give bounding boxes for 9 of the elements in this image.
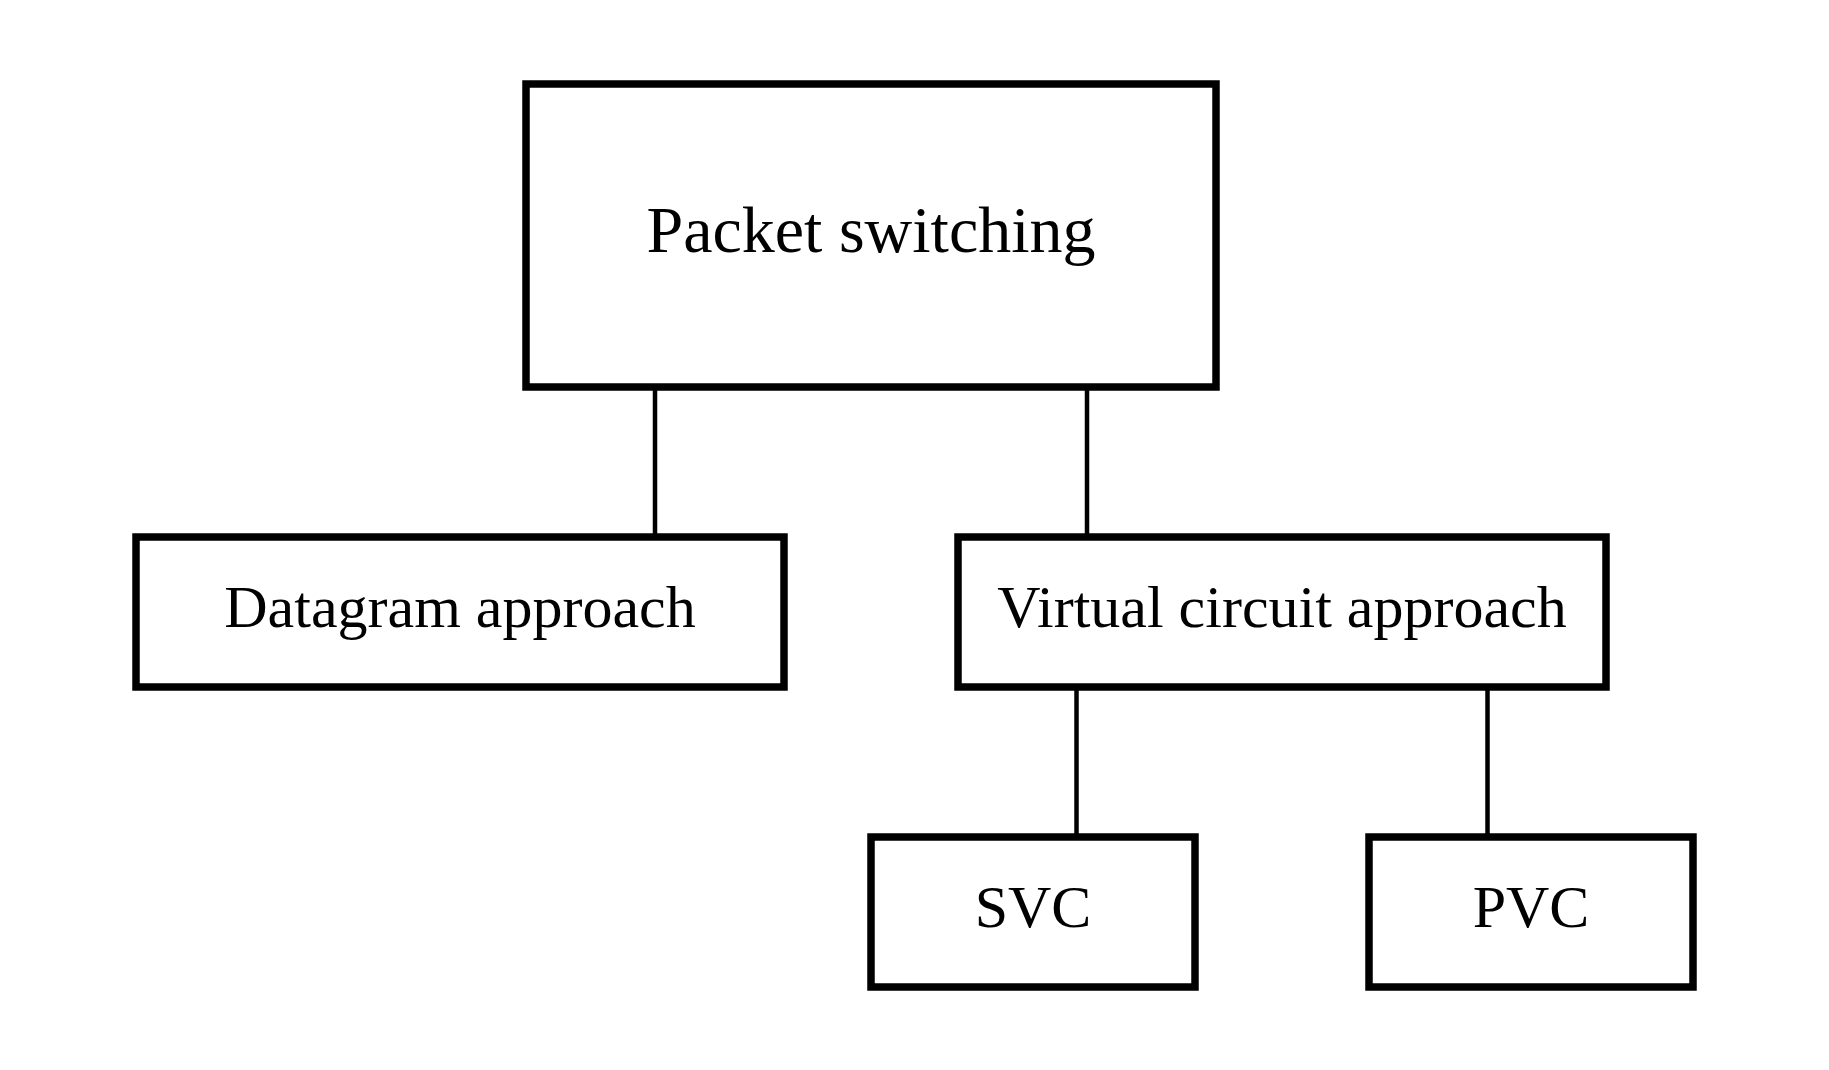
node-box: Packet switching	[522, 79, 1220, 391]
node-box: Virtual circuit approach	[954, 532, 1610, 691]
connector	[1084, 387, 1090, 537]
node-box: SVC	[867, 832, 1199, 991]
connector	[652, 387, 658, 537]
connector	[1485, 687, 1490, 836]
connector	[1074, 687, 1079, 836]
node-box: PVC	[1365, 832, 1697, 991]
node-box: Datagram approach	[132, 532, 788, 691]
